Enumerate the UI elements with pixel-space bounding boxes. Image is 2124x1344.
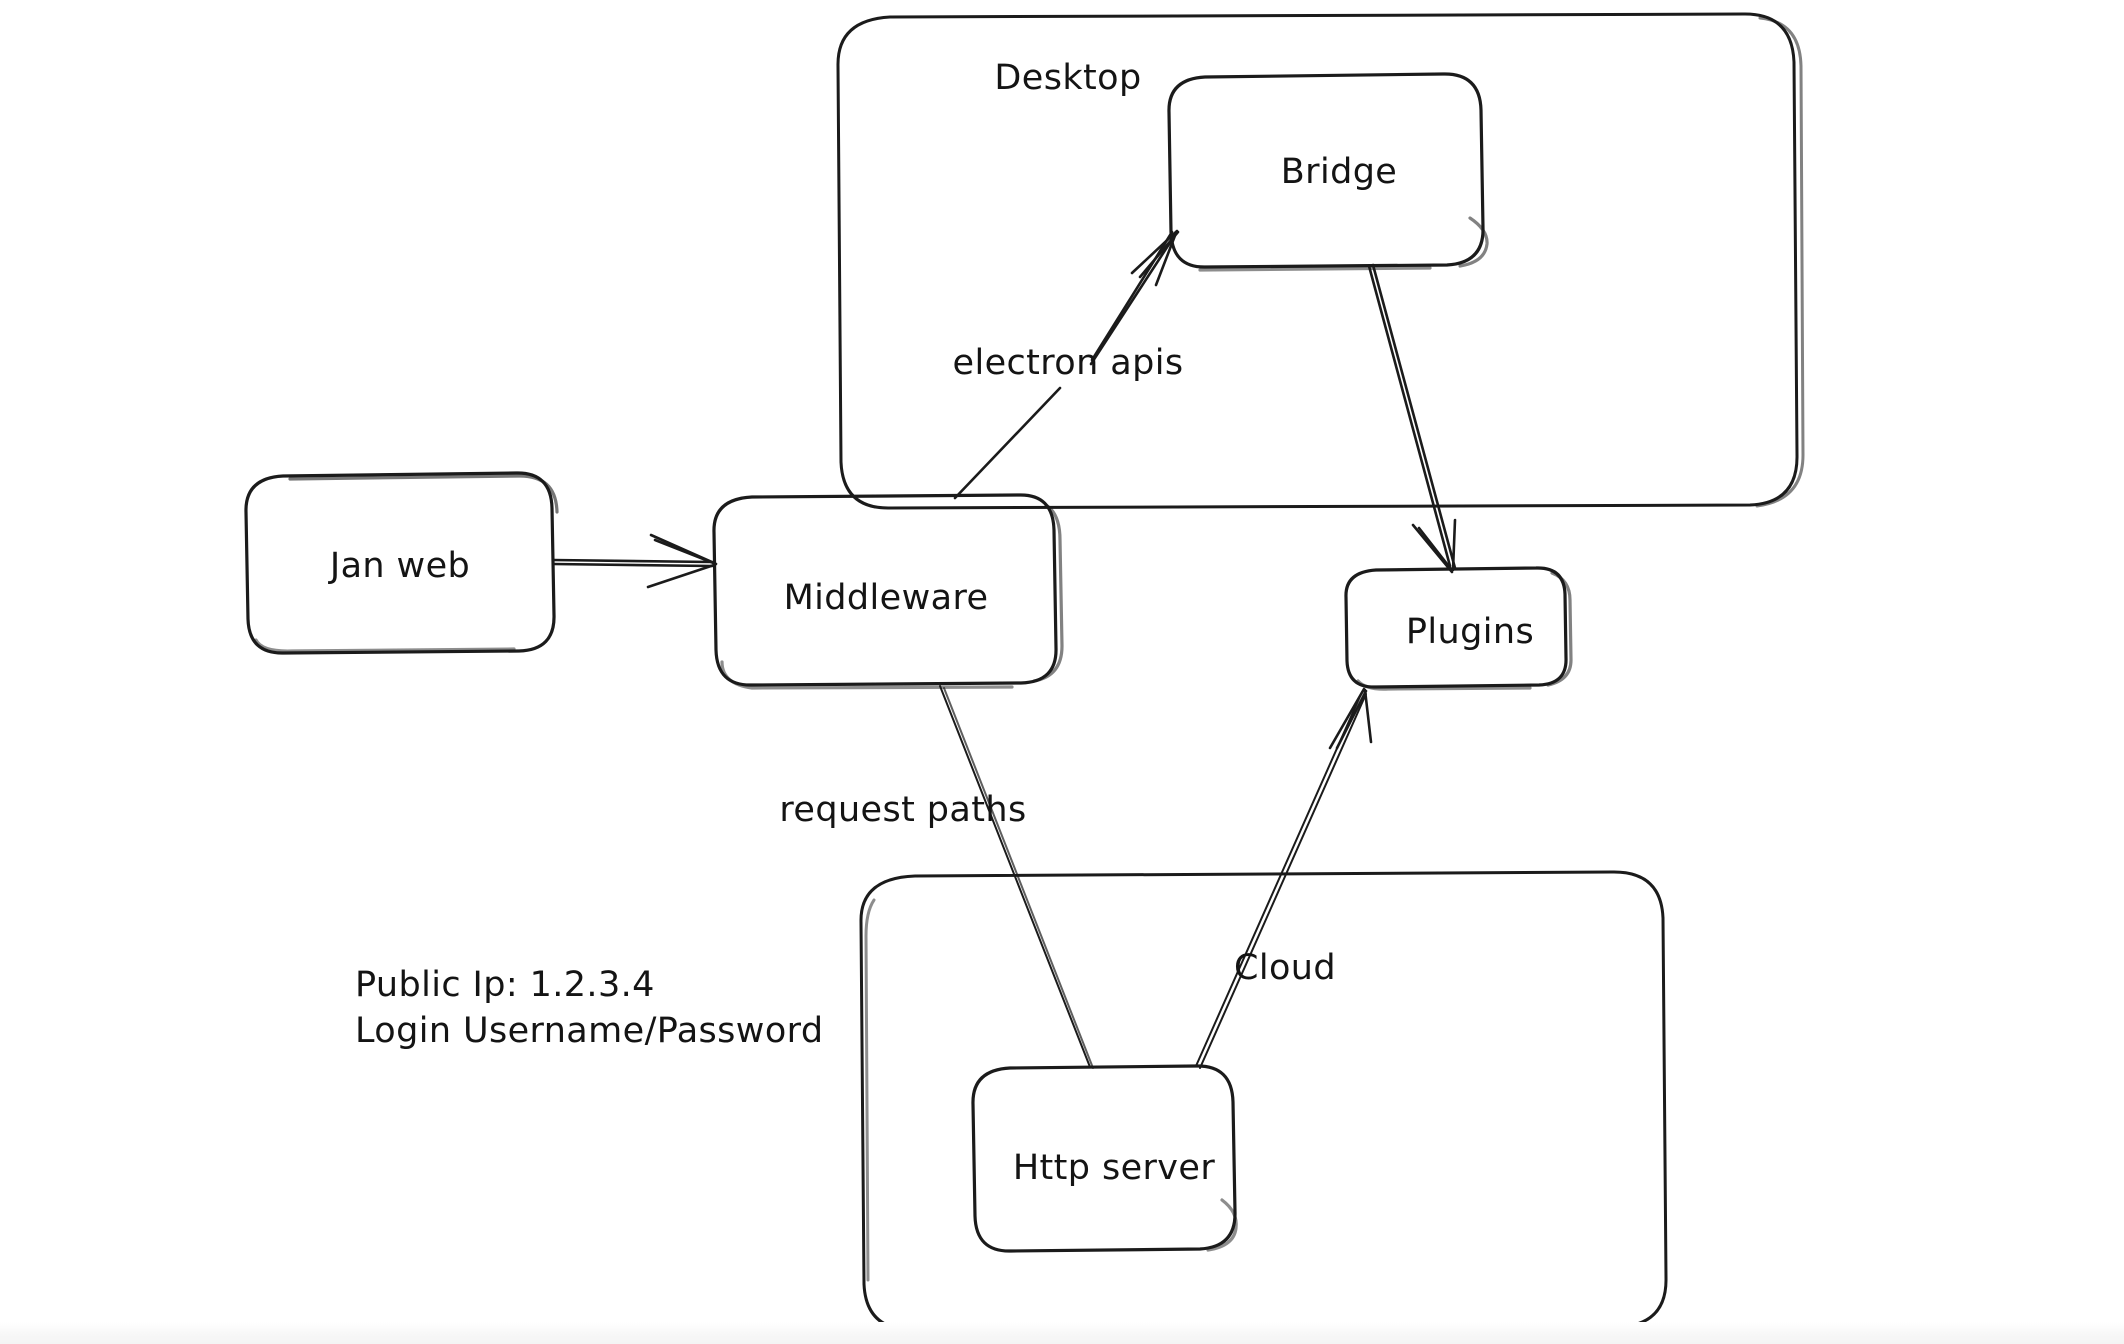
annotation-login-line: Login Username/Password — [355, 1010, 824, 1051]
edge-bridge-to-plugins — [1367, 263, 1457, 574]
node-label-bridge[interactable]: Bridge — [1280, 152, 1398, 192]
node-label-http-server[interactable]: Http server — [1012, 1148, 1216, 1188]
edge-jan-web-to-middleware — [551, 533, 718, 589]
node-middleware-outline — [712, 493, 1064, 690]
canvas-bottom-band — [0, 1322, 2124, 1344]
node-label-jan-web[interactable]: Jan web — [329, 546, 471, 586]
node-bridge-outline — [1167, 72, 1489, 272]
edge-middleware-to-http-server — [939, 685, 1094, 1069]
node-http-server-outline — [971, 1064, 1238, 1253]
edge-label-cloud: Cloud — [1234, 948, 1336, 988]
edge-http-server-to-plugins — [1195, 687, 1373, 1069]
group-cloud-outline — [859, 870, 1668, 1332]
edge-label-electron-apis: electron apis — [952, 343, 1184, 383]
edge-middleware-to-bridge — [953, 229, 1180, 500]
node-jan-web-outline — [244, 471, 559, 655]
edge-label-request-paths: request paths — [779, 790, 1027, 830]
group-desktop-outline — [836, 12, 1805, 510]
node-label-middleware[interactable]: Middleware — [783, 578, 989, 618]
annotation-credentials-note: Public Ip: 1.2.3.4 Login Username/Passwo… — [355, 963, 823, 1054]
group-label-desktop: Desktop — [994, 58, 1142, 98]
node-plugins-outline — [1344, 566, 1573, 691]
annotation-public-ip-line: Public Ip: 1.2.3.4 — [355, 965, 655, 1005]
node-label-plugins[interactable]: Plugins — [1405, 612, 1535, 652]
